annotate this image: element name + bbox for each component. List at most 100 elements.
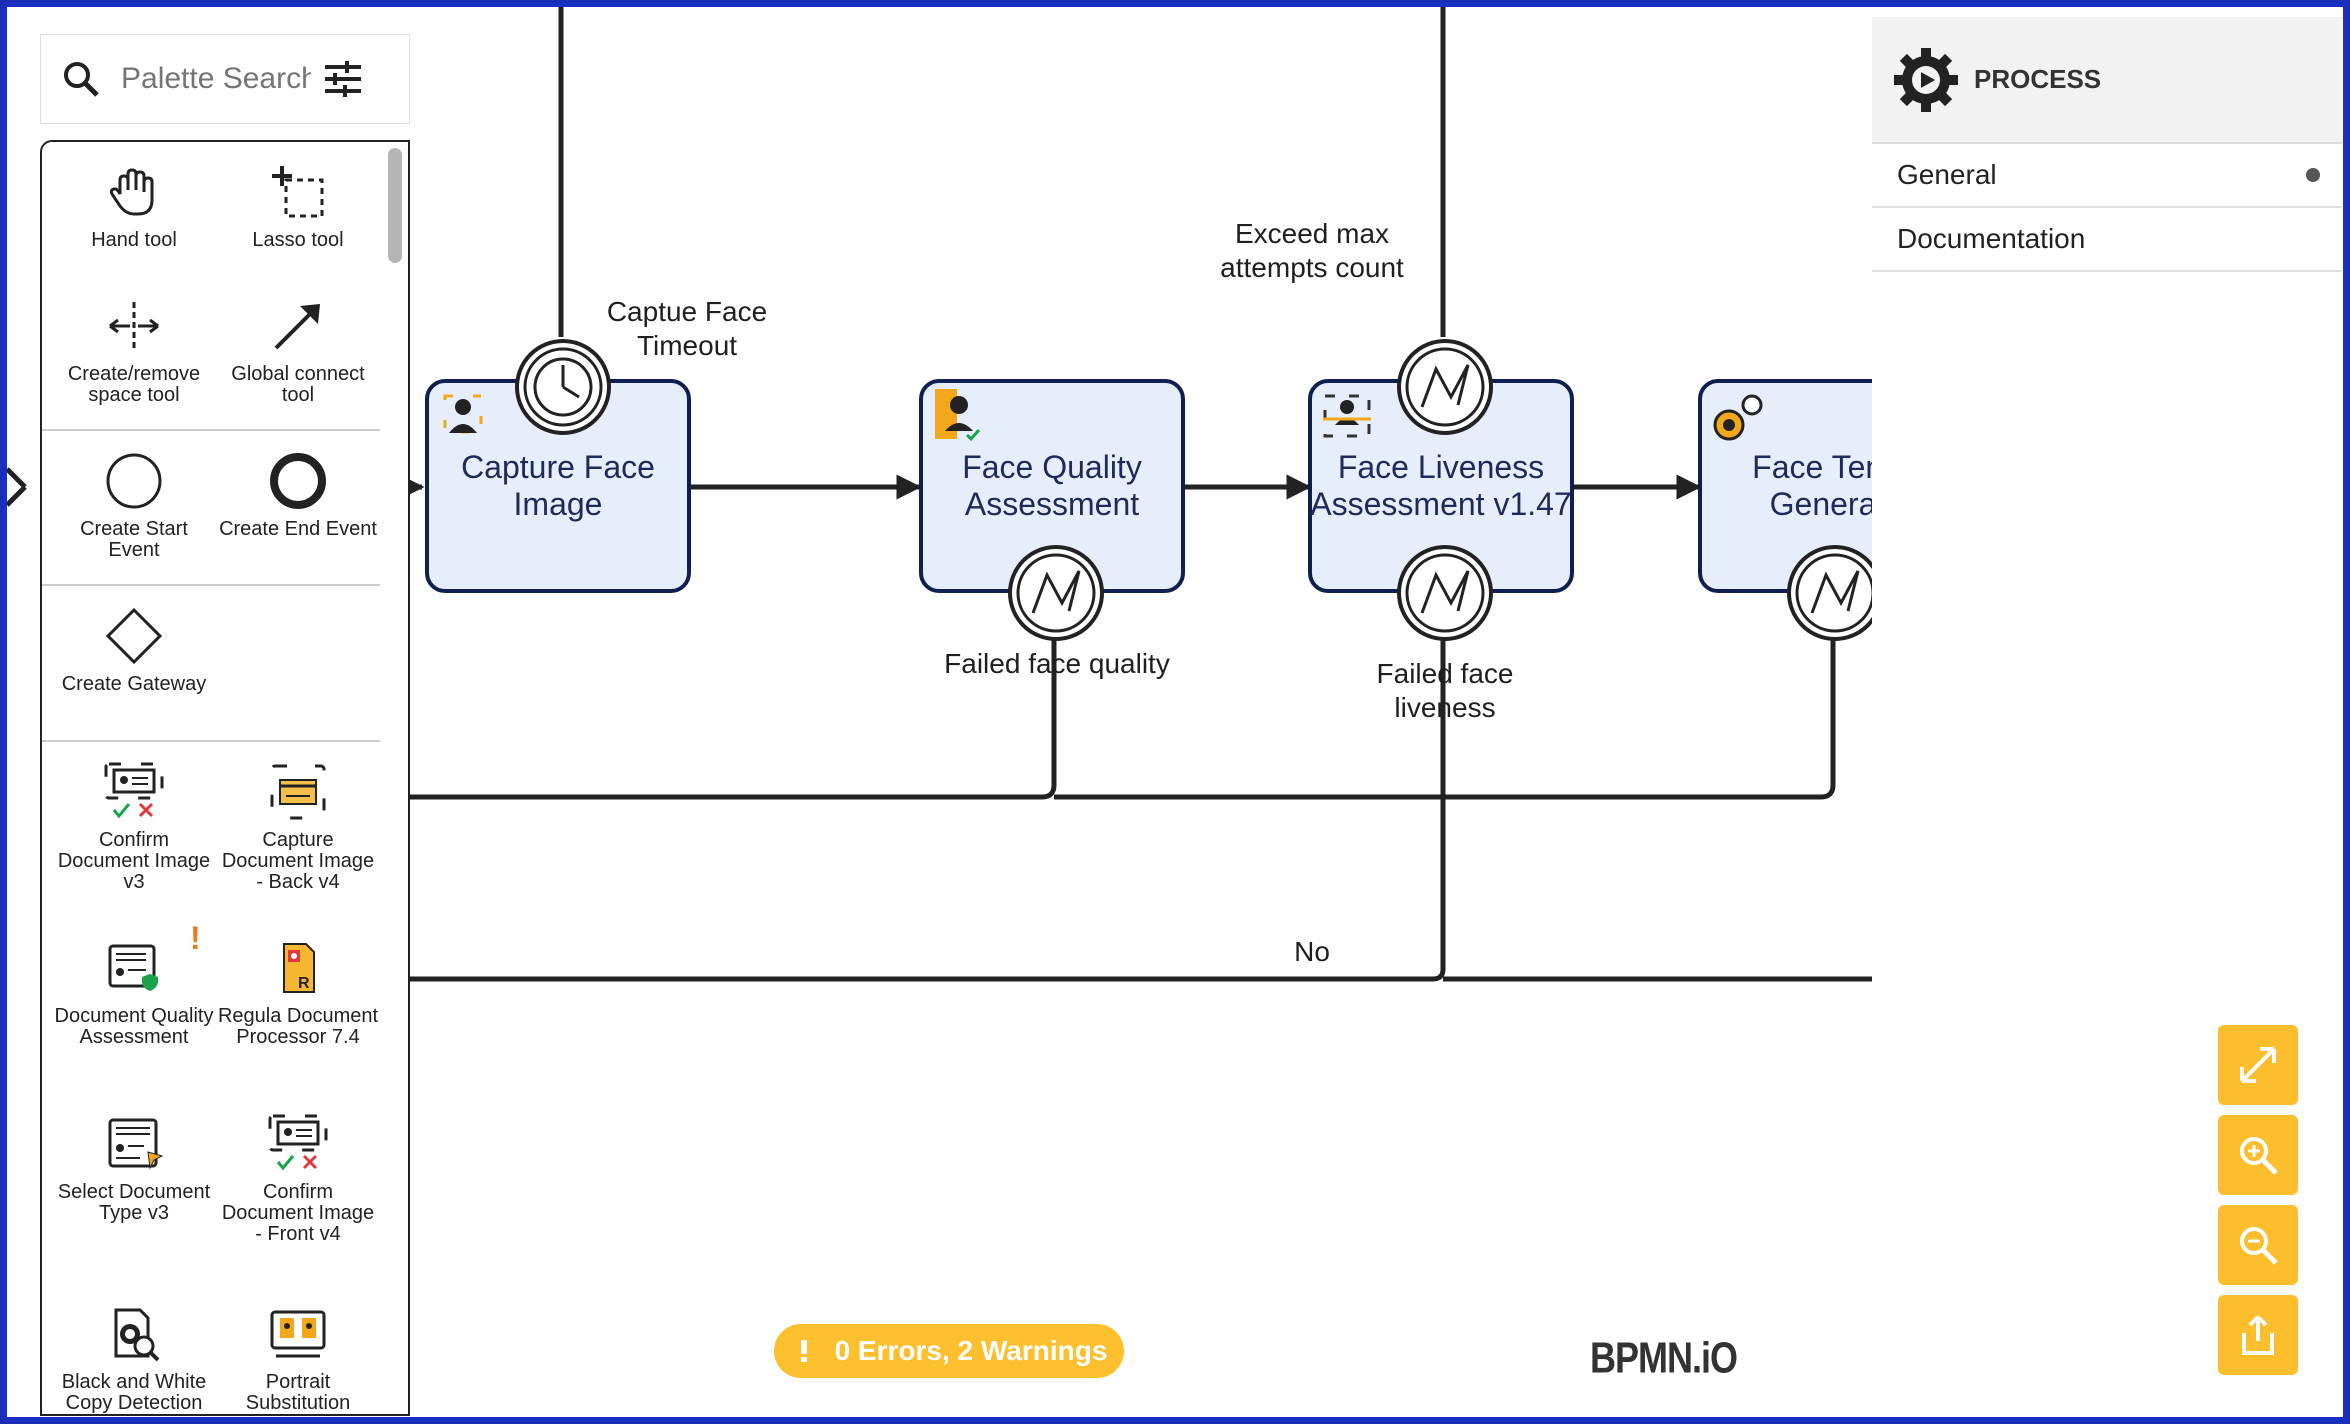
connect-arrow-icon [216, 294, 380, 358]
portrait-substitution-icon [216, 1302, 380, 1366]
space-tool-button[interactable]: Create/remove space tool [52, 294, 216, 406]
select-document-icon [52, 1112, 216, 1176]
start-event-icon [52, 449, 216, 513]
capture-card-back-icon [216, 760, 380, 824]
timer-boundary-event[interactable] [515, 339, 611, 435]
task-label: Capture Face Image [461, 449, 655, 522]
gateway-label: Create Gateway [61, 673, 207, 695]
template-capture-document-image-back-v4[interactable]: Capture Document Image - Back v4 [216, 760, 380, 893]
failed-quality-label: Failed face quality [944, 648, 1170, 679]
create-start-event-button[interactable]: Create Start Event [52, 449, 216, 561]
global-connect-tool-button[interactable]: Global connect tool [216, 294, 380, 406]
template-label: Confirm Document Image - Front v4 [221, 1181, 375, 1245]
expand-icon [2240, 1047, 2276, 1083]
zoom-out-button[interactable] [2218, 1205, 2298, 1285]
template-label: Capture Document Image - Back v4 [221, 829, 375, 893]
search-icon [64, 62, 99, 97]
group-label: General [1897, 159, 1997, 190]
sequence-flow[interactable] [407, 637, 1446, 982]
event-label: Create End Event [219, 518, 377, 540]
hand-icon [52, 160, 216, 224]
zoom-in-button[interactable] [2218, 1115, 2298, 1195]
properties-group-documentation[interactable]: Documentation [1872, 208, 2342, 272]
linting-status-badge[interactable]: 0 Errors, 2 Warnings [774, 1324, 1124, 1378]
tool-label: Global connect tool [231, 363, 365, 406]
exceed-attempts-label: Exceed max attempts count [1220, 218, 1404, 283]
lasso-icon [216, 160, 380, 224]
palette-group-events: Create Start Event Create End Event [42, 431, 380, 586]
face-quality-icon [935, 389, 981, 442]
warning-icon [800, 1340, 807, 1362]
export-icon [2242, 1315, 2274, 1355]
properties-title: PROCESS [1974, 64, 2102, 94]
error-boundary-event[interactable] [1787, 545, 1877, 641]
palette-group-tools: Hand tool Lasso tool Create/remove space… [42, 142, 380, 431]
properties-header: PROCESS [1872, 17, 2342, 144]
template-portrait-substitution[interactable]: Portrait Substitution [216, 1302, 380, 1414]
linting-status-text: 0 Errors, 2 Warnings [834, 1335, 1108, 1366]
process-gear-icon [1894, 47, 1958, 112]
timer-event-label: Captue Face Timeout [606, 296, 768, 361]
error-boundary-event[interactable] [1008, 545, 1104, 641]
export-button[interactable] [2218, 1295, 2298, 1375]
warning-indicator: ! [190, 920, 201, 956]
hand-tool-button[interactable]: Hand tool [52, 160, 216, 251]
sequence-flow[interactable] [1054, 637, 1836, 800]
template-document-quality-assessment[interactable]: Document Quality Assessment [52, 936, 216, 1048]
template-bw-copy-detection[interactable]: Black and White Copy Detection [52, 1302, 216, 1414]
bpmn-io-logo[interactable]: BPMN.iO [1590, 1332, 1738, 1382]
properties-group-general[interactable]: General [1872, 144, 2342, 208]
gateway-icon [52, 604, 216, 668]
palette-group-templates: Confirm Document Image v3 Capture Docume… [42, 742, 380, 1414]
fit-viewport-button[interactable] [2218, 1025, 2298, 1105]
template-label: Select Document Type v3 [57, 1181, 211, 1224]
space-tool-icon [52, 294, 216, 358]
event-label: Create Start Event [80, 518, 188, 561]
document-quality-icon [52, 936, 216, 1000]
tool-label: Lasso tool [252, 229, 344, 251]
template-select-document-type-v3[interactable]: Select Document Type v3 [52, 1112, 216, 1224]
sequence-flow[interactable] [407, 637, 1057, 800]
id-card-confirm-icon [52, 760, 216, 824]
create-gateway-button[interactable]: Create Gateway [52, 604, 216, 695]
error-boundary-event[interactable] [1397, 545, 1493, 641]
zoom-in-icon [2240, 1137, 2278, 1175]
palette-search-box[interactable] [40, 34, 410, 124]
svg-text:R: R [298, 975, 310, 992]
palette-search-input[interactable] [119, 61, 313, 97]
flow-label-no: No [1294, 936, 1330, 967]
gateway-partial[interactable] [7, 467, 27, 507]
template-confirm-document-image-front-v4[interactable]: Confirm Document Image - Front v4 [216, 1112, 380, 1245]
template-label: Portrait Substitution [245, 1371, 351, 1414]
face-capture-icon [443, 394, 483, 434]
group-label: Documentation [1897, 223, 2086, 254]
modeler-frame: Capture Face Image Face Quality Assessme… [3, 3, 2347, 1421]
tool-label: Hand tool [91, 229, 177, 251]
face-template-icon [1713, 394, 1763, 441]
task-label: Face Temp Generati [1752, 449, 1910, 522]
regula-document-icon: R [216, 936, 380, 1000]
template-label: Document Quality Assessment [54, 1005, 214, 1048]
diagram-canvas[interactable]: Capture Face Image Face Quality Assessme… [7, 7, 1910, 1417]
task-label: Face Liveness Assessment v1.47 [1310, 449, 1572, 522]
tool-label: Create/remove space tool [67, 363, 201, 406]
lasso-tool-button[interactable]: Lasso tool [216, 160, 380, 251]
template-label: Confirm Document Image v3 [57, 829, 211, 893]
failed-liveness-label: Failed face liveness [1376, 658, 1514, 723]
filter-settings-icon[interactable] [321, 59, 365, 99]
end-event-icon [216, 449, 380, 513]
zoom-out-icon [2240, 1227, 2278, 1265]
id-card-confirm-front-icon [216, 1112, 380, 1176]
error-boundary-event[interactable] [1397, 339, 1493, 435]
palette-group-gateways: Create Gateway [42, 586, 380, 742]
template-label: Black and White Copy Detection [61, 1371, 207, 1414]
template-regula-document-processor[interactable]: R Regula Document Processor 7.4 [216, 936, 380, 1048]
template-label: Regula Document Processor 7.4 [217, 1005, 379, 1048]
palette-scrollbar[interactable] [388, 148, 402, 263]
create-end-event-button[interactable]: Create End Event [216, 449, 380, 540]
palette: Hand tool Lasso tool Create/remove space… [40, 140, 410, 1416]
face-liveness-icon [1323, 394, 1371, 438]
bw-copy-detection-icon [52, 1302, 216, 1366]
template-confirm-document-image-v3[interactable]: Confirm Document Image v3 [52, 760, 216, 893]
data-indicator-dot [2306, 168, 2320, 182]
